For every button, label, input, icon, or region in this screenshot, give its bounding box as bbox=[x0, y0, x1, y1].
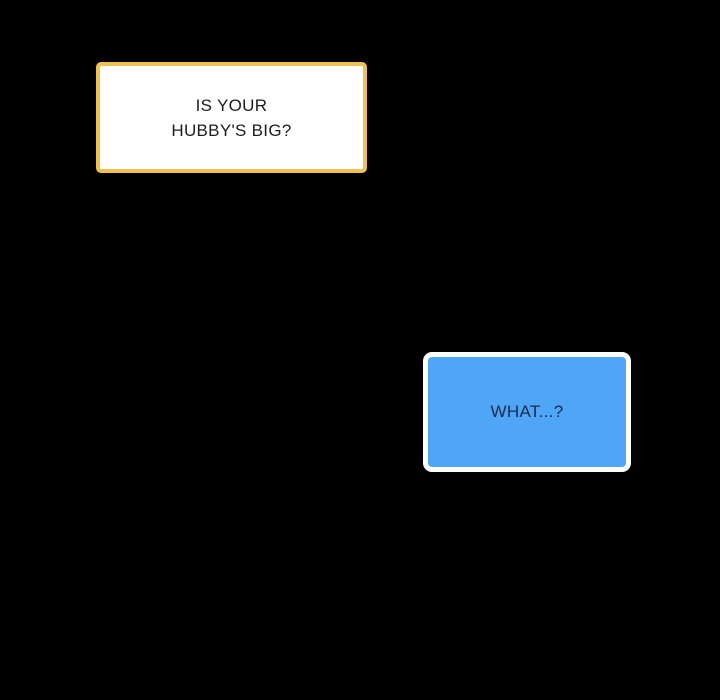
speech-box-question: IS YOUR HUBBY'S BIG? bbox=[96, 62, 367, 173]
speech-box-reply: WHAT...? bbox=[423, 352, 631, 472]
speech-box-question-line-1: IS YOUR bbox=[195, 95, 268, 115]
speech-box-reply-text: WHAT...? bbox=[490, 402, 564, 421]
speech-box-question-line-2: HUBBY'S BIG? bbox=[171, 120, 292, 140]
